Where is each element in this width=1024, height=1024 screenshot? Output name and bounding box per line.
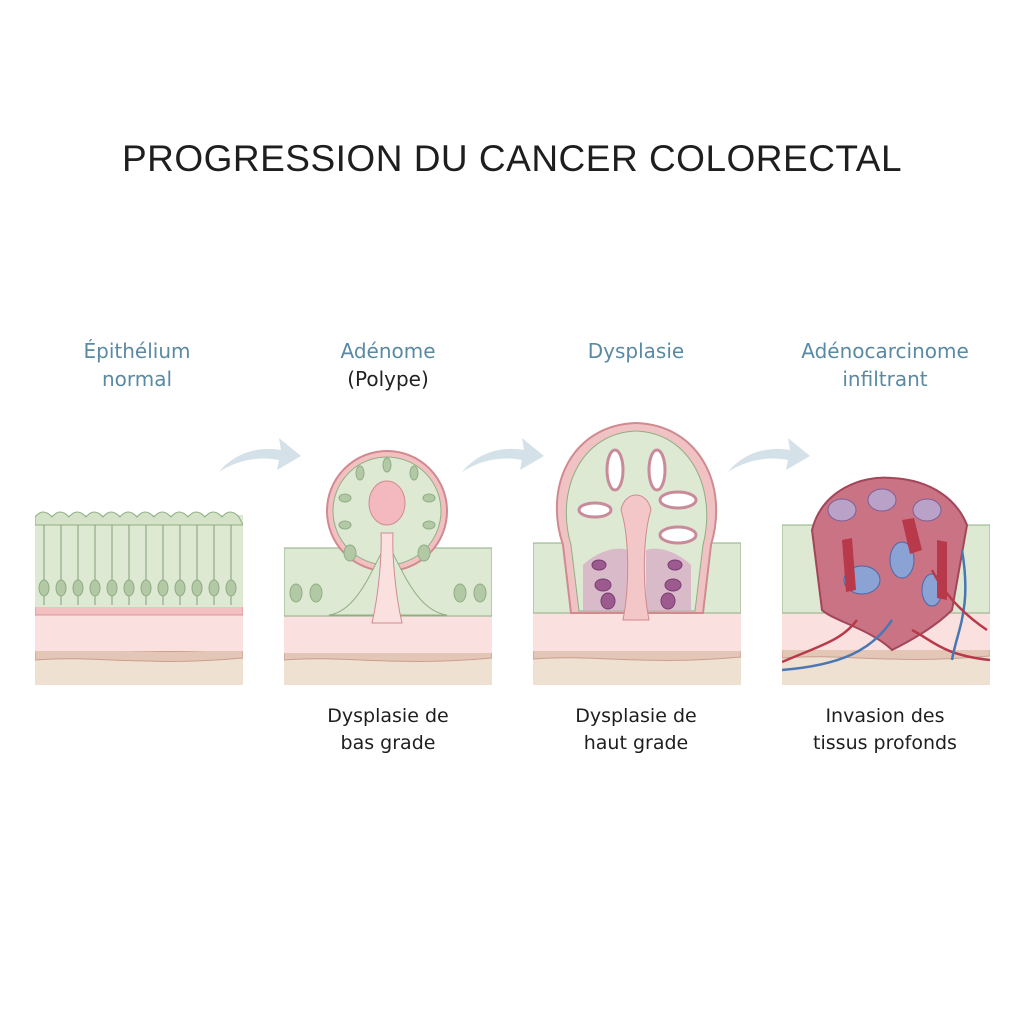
arrow-right-icon <box>219 438 301 472</box>
stage-4-caption: Invasion des tissus profonds <box>765 703 1005 757</box>
adenocarcinoma-illustration <box>782 476 990 685</box>
stage-3-caption: Dysplasie de haut grade <box>516 703 756 757</box>
normal-epithelium-illustration <box>35 511 243 685</box>
stage-3-caption-line1: Dysplasie de <box>575 705 697 727</box>
stage-2-title: Adénome <box>340 339 436 363</box>
arrow-right-icon <box>462 438 544 472</box>
arrow-right-icon <box>728 438 810 472</box>
stage-3-caption-line2: haut grade <box>583 732 689 754</box>
diagram-title: PROGRESSION DU CANCER COLORECTAL <box>121 138 903 179</box>
stage-2-subtitle: (Polype) <box>347 367 429 391</box>
stage-2-caption-line2: bas grade <box>340 732 436 754</box>
stage-1-title-line2: normal <box>101 367 173 391</box>
stage-1-title: Épithélium <box>83 339 191 363</box>
stage-4-title-line2: infiltrant <box>842 367 928 391</box>
dysplasia-illustration <box>533 421 741 685</box>
stage-2-caption: Dysplasie de bas grade <box>268 703 508 757</box>
stage-4-label: Adénocarcinome infiltrant <box>765 337 1005 393</box>
stage-4-caption-line2: tissus profonds <box>813 732 957 754</box>
stage-4-caption-line1: Invasion des <box>825 705 945 727</box>
stage-2-caption-line1: Dysplasie de <box>327 705 449 727</box>
stage-3-title: Dysplasie <box>587 339 685 363</box>
adenoma-polyp-illustration <box>284 450 492 685</box>
stage-3-label: Dysplasie <box>516 337 756 365</box>
stage-1-label: Épithélium normal <box>17 337 257 393</box>
stage-4-title: Adénocarcinome <box>801 339 969 363</box>
stage-2-label: Adénome (Polype) <box>268 337 508 393</box>
